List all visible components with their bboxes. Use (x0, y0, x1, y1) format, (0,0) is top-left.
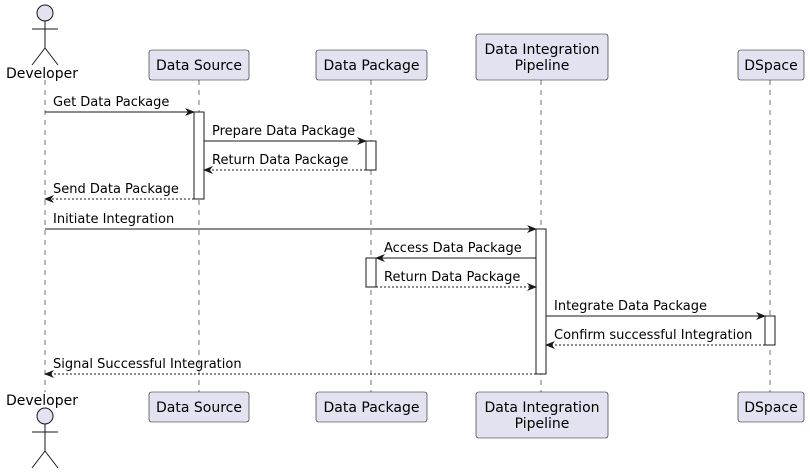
message-label: Integrate Data Package (554, 299, 707, 314)
activation-bar-data-package (365, 257, 377, 288)
message-4: Send Data Package (44, 182, 194, 203)
message-label: Get Data Package (53, 95, 169, 110)
participant-box (475, 33, 609, 81)
participant-dspace-bottom: DSpace (737, 391, 805, 423)
message-label: Return Data Package (212, 153, 348, 168)
participant-box (148, 49, 250, 81)
activation-bar-pipeline (535, 228, 547, 375)
activation-bar-data-source (193, 111, 205, 200)
message-10: Signal Successful Integration (44, 357, 536, 378)
participant-box (148, 391, 250, 423)
actor-developer-bottom: Developer (6, 393, 78, 469)
message-1: Get Data Package (45, 95, 195, 116)
message-6: Access Data Package (375, 241, 536, 262)
actor-head-icon (36, 407, 54, 425)
actor-body-icon (31, 21, 59, 66)
participant-label: Pipeline (515, 416, 570, 432)
message-label: Prepare Data Package (212, 124, 355, 139)
message-3: Return Data Package (203, 153, 366, 174)
message-label: Return Data Package (384, 270, 520, 285)
activation-bar-dspace (764, 315, 776, 346)
message-2: Prepare Data Package (204, 124, 367, 145)
participant-data-package-top: Data Package (315, 49, 428, 81)
actor-label: Developer (6, 66, 78, 82)
participant-dspace-top: DSpace (737, 49, 805, 81)
actor-label: Developer (6, 393, 78, 409)
participant-label: DSpace (744, 400, 797, 416)
participant-box (315, 49, 428, 81)
activation-bar-data-package (365, 140, 377, 171)
participant-label: Data Package (324, 400, 420, 416)
participant-box (315, 391, 428, 423)
message-8: Integrate Data Package (546, 299, 766, 320)
participant-label: Data Integration (484, 400, 599, 416)
message-label: Access Data Package (384, 241, 522, 256)
participant-box (475, 391, 609, 439)
actor-body-icon (31, 424, 59, 469)
participant-box (737, 49, 805, 81)
participant-data-source-bottom: Data Source (148, 391, 250, 423)
participant-data-source-top: Data Source (148, 49, 250, 81)
participant-label: Data Integration (484, 42, 599, 58)
message-9: Confirm successful Integration (545, 328, 765, 349)
participant-label: Data Source (156, 58, 242, 74)
message-5: Initiate Integration (45, 212, 537, 233)
participant-box (737, 391, 805, 423)
participant-label: DSpace (744, 58, 797, 74)
message-label: Confirm successful Integration (554, 328, 752, 343)
message-label: Initiate Integration (53, 212, 174, 227)
actor-developer-top: Developer (6, 4, 78, 82)
message-7: Return Data Package (376, 270, 537, 291)
message-label: Send Data Package (53, 182, 179, 197)
actor-head-icon (36, 4, 54, 22)
participant-data-package-bottom: Data Package (315, 391, 428, 423)
participant-label: Pipeline (515, 58, 570, 74)
message-label: Signal Successful Integration (53, 357, 242, 372)
participant-label: Data Source (156, 400, 242, 416)
participant-label: Data Package (324, 58, 420, 74)
